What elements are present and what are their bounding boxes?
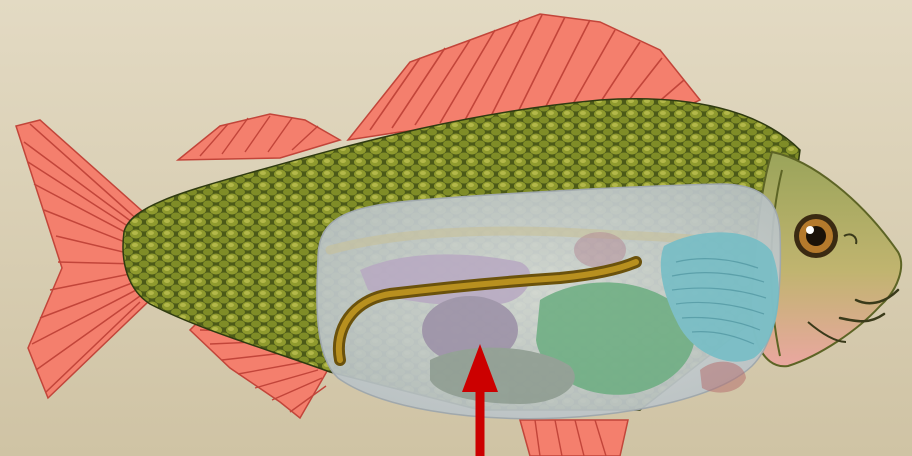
pelvic-fin: [520, 420, 628, 456]
eye: [794, 214, 838, 258]
